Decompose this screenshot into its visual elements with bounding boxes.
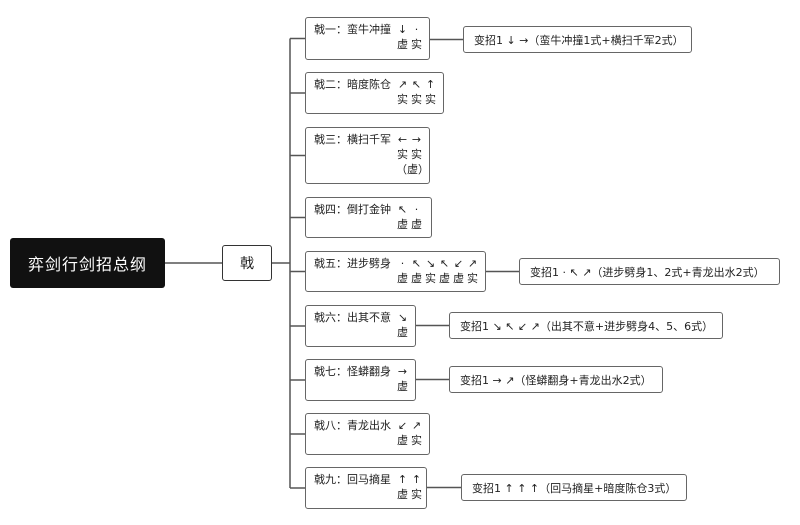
direction-arrow: → <box>397 365 408 378</box>
move-kind: 虚 <box>397 326 408 339</box>
direction-arrow: ↙ <box>453 257 464 270</box>
category-node: 戟 <box>222 245 272 281</box>
direction-arrow: ↘ <box>425 257 436 270</box>
move-node: 戟七：怪蟒翻身 → 虚 <box>305 359 416 401</box>
move-kind: 虚 <box>411 272 422 285</box>
move-kind: 实 <box>411 488 422 501</box>
direction-arrow: · <box>414 23 419 36</box>
root-node: 弈剑行剑招总纲 <box>10 238 165 288</box>
direction-arrow: ↙ <box>397 419 408 432</box>
move-kind: 实 <box>425 272 436 285</box>
variant-node: 变招1 ↓ →（蛮牛冲撞1式+横扫千军2式） <box>463 26 692 53</box>
move-title: 戟二：暗度陈仓 <box>314 78 391 91</box>
direction-arrow: ↗ <box>467 257 478 270</box>
move-title: 戟八：青龙出水 <box>314 419 391 432</box>
move-node: 戟二：暗度陈仓↗实↖实↑实 <box>305 72 444 114</box>
variant-label: 变招1 ↑ ↑ ↑（回马摘星+暗度陈仓3式） <box>472 481 677 495</box>
move-kind: 虚 <box>397 218 408 231</box>
move-kind: 虚 <box>397 488 408 501</box>
variant-node: 变招1 → ↗（怪蟒翻身+青龙出水2式） <box>449 366 663 393</box>
variant-node: 变招1 ↑ ↑ ↑（回马摘星+暗度陈仓3式） <box>461 474 687 501</box>
move-kind: 虚 <box>397 434 408 447</box>
move-node: 戟四：倒打金钟↖虚·虚 <box>305 197 432 238</box>
direction-arrow: ↑ <box>425 78 436 91</box>
direction-arrow: ↖ <box>411 78 422 91</box>
direction-arrow: ↑ <box>397 473 408 486</box>
direction-arrow: ← <box>397 133 408 146</box>
move-kind: 实 <box>411 434 422 447</box>
move-title: 戟四：倒打金钟 <box>314 203 391 216</box>
variant-label: 变招1 → ↗（怪蟒翻身+青龙出水2式） <box>460 373 652 387</box>
root-label: 弈剑行剑招总纲 <box>27 255 147 274</box>
move-kind: 实 <box>397 148 408 161</box>
move-title: 戟三：横扫千军 <box>314 133 391 146</box>
move-title: 戟五：进步劈身 <box>314 257 391 270</box>
move-kind: 虚 <box>453 272 464 285</box>
variant-node: 变招1 ↘ ↖ ↙ ↗（出其不意+进步劈身4、5、6式） <box>449 312 723 339</box>
move-kind: 实 <box>411 93 422 106</box>
direction-arrow: · <box>414 203 419 216</box>
move-kind: 虚 <box>397 380 408 393</box>
move-kind: 实 <box>411 38 422 51</box>
move-node: 戟六：出其不意 ↘ 虚 <box>305 305 416 347</box>
move-node: 戟九：回马摘星↑虚↑实 <box>305 467 427 509</box>
move-kind: 虚 <box>397 38 408 51</box>
variant-label: 变招1 · ↖ ↗（进步劈身1、2式+青龙出水2式） <box>530 265 765 279</box>
move-node: 戟一：蛮牛冲撞 ↓ 虚 · 实 <box>305 17 430 60</box>
move-node: 戟三：横扫千军←实→实（虚） <box>305 127 430 184</box>
direction-arrow: → <box>411 133 422 146</box>
move-kind: 虚 <box>439 272 450 285</box>
move-title: 戟七：怪蟒翻身 <box>314 365 391 378</box>
variant-node: 变招1 · ↖ ↗（进步劈身1、2式+青龙出水2式） <box>519 258 780 285</box>
move-title: 戟九：回马摘星 <box>314 473 391 486</box>
direction-arrow: ↖ <box>411 257 422 270</box>
move-kind: 虚 <box>411 218 422 231</box>
move-node: 戟八：青龙出水 ↙ 虚↗ 实 <box>305 413 430 455</box>
variant-label: 变招1 ↘ ↖ ↙ ↗（出其不意+进步劈身4、5、6式） <box>460 319 714 333</box>
variant-label: 变招1 ↓ →（蛮牛冲撞1式+横扫千军2式） <box>474 33 684 47</box>
direction-arrow: ↗ <box>397 78 408 91</box>
direction-arrow: ↖ <box>397 203 408 216</box>
direction-arrow: ↗ <box>411 419 422 432</box>
category-label: 戟 <box>240 256 254 272</box>
direction-arrow: ↓ <box>397 23 408 36</box>
direction-arrow: ↑ <box>411 473 422 486</box>
move-kind: 实 <box>425 93 436 106</box>
direction-arrow: · <box>400 257 405 270</box>
move-extra: （虚） <box>396 163 429 176</box>
move-title: 戟六：出其不意 <box>314 311 391 324</box>
move-kind: 虚 <box>397 272 408 285</box>
move-kind: 实 <box>467 272 478 285</box>
move-node: 戟五：进步劈身·虚↖虚↘实↖虚↙虚↗实 <box>305 251 486 292</box>
direction-arrow: ↘ <box>397 311 408 324</box>
move-kind: 实 <box>397 93 408 106</box>
move-kind: 实 <box>411 148 422 161</box>
direction-arrow: ↖ <box>439 257 450 270</box>
move-title: 戟一：蛮牛冲撞 <box>314 23 391 36</box>
